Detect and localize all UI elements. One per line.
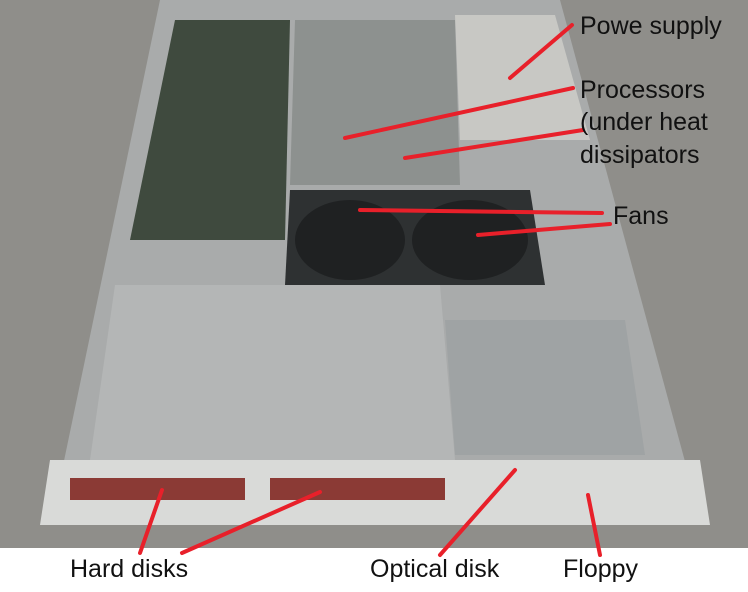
pointer-power-supply <box>508 23 574 80</box>
fan-2 <box>412 200 528 280</box>
label-floppy: Floppy <box>563 555 639 583</box>
pointer-processor-1 <box>343 86 575 140</box>
label-fans: Fans <box>613 202 669 230</box>
label-optical-disk: Optical disk <box>370 555 500 583</box>
optical-drive <box>445 320 645 455</box>
motherboard-area <box>130 20 290 240</box>
label-processors: Processors <box>580 76 706 104</box>
label-power-supply: Powe supply <box>580 12 722 40</box>
hard-disk-cage <box>90 285 455 460</box>
heat-sinks <box>290 20 460 185</box>
pointer-processor-2 <box>403 128 585 160</box>
label-hard-disks: Hard disks <box>70 555 189 583</box>
label-processors-line3: dissipators <box>580 141 700 169</box>
label-processors-line2: (under heat <box>580 108 708 136</box>
fan-1 <box>295 200 405 280</box>
hard-disk-tray-2 <box>270 478 445 500</box>
pointer-fan-1 <box>358 208 604 215</box>
hard-disk-tray-1 <box>70 478 245 500</box>
pointer-floppy <box>586 493 602 557</box>
pointer-hard-disk-1 <box>138 488 164 555</box>
pointer-hard-disk-2 <box>180 490 322 555</box>
pointer-lines <box>138 23 612 557</box>
pointer-optical-disk <box>438 468 517 557</box>
pointer-fan-2 <box>476 222 612 237</box>
power-supply-unit <box>455 15 590 140</box>
